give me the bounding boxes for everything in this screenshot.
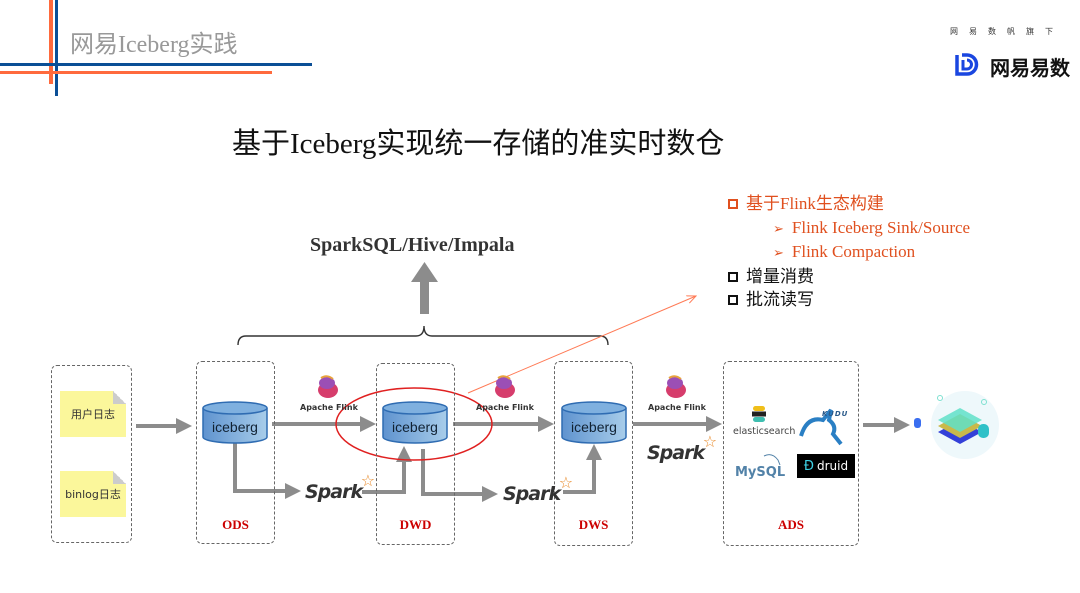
header-blue-vertical xyxy=(55,0,58,96)
kudu-antelope-icon xyxy=(799,408,843,446)
flow-arrow xyxy=(421,449,498,502)
note-fold-icon xyxy=(113,391,126,404)
dwd-box xyxy=(376,363,455,545)
header-orange-horizontal xyxy=(0,71,272,74)
source-note-binlog: binlog日志 xyxy=(60,471,126,517)
header-blue-horizontal xyxy=(0,63,312,66)
checkbox-square-icon xyxy=(728,271,738,282)
up-arrow xyxy=(411,262,438,314)
brand-tagline: 网易数帆旗下 xyxy=(950,27,1064,36)
mysql-dolphin-icon xyxy=(763,454,781,466)
database-icon xyxy=(382,401,448,444)
flink-label: Apache Flink xyxy=(476,403,534,412)
layer-label-dwd: DWD xyxy=(399,517,432,532)
layer-label-dws: DWS xyxy=(578,517,609,532)
bullet-item: 批流读写 xyxy=(728,288,970,312)
ods-box xyxy=(196,361,275,544)
brand-name: 网易易数 xyxy=(990,56,1070,80)
druid-icon: Ɖ xyxy=(803,458,814,474)
ads-box xyxy=(723,361,859,546)
druid-logo: Ɖ druid xyxy=(797,454,855,478)
elasticsearch-label: elasticsearch xyxy=(733,426,796,437)
iceberg-cylinder-ods: iceberg xyxy=(201,401,269,445)
database-icon xyxy=(561,401,627,444)
brand-logo-icon xyxy=(955,53,979,76)
source-note-user-log: 用户日志 xyxy=(60,391,126,437)
flink-squirrel-icon xyxy=(495,375,515,398)
spark-star-icon: ☆ xyxy=(360,471,375,490)
spark-logo: Spark☆ xyxy=(503,473,573,505)
header-orange-vertical xyxy=(49,0,53,84)
spark-star-icon: ☆ xyxy=(558,473,573,492)
sources-box xyxy=(51,365,132,543)
feature-bullets: 基于Flink生态构建 ➢Flink Iceberg Sink/Source ➢… xyxy=(728,192,970,312)
database-icon xyxy=(202,401,268,444)
spark-logo: Spark☆ xyxy=(305,471,375,503)
flow-arrow xyxy=(233,443,301,499)
spark-star-icon: ☆ xyxy=(702,432,717,451)
flink-label: Apache Flink xyxy=(300,403,358,412)
dws-box xyxy=(554,361,633,546)
curly-brace xyxy=(237,325,609,346)
iceberg-cylinder-dwd: iceberg xyxy=(381,401,449,445)
highlight-ellipse xyxy=(335,387,493,461)
spark-logo: Spark☆ xyxy=(647,432,717,464)
checkbox-square-icon xyxy=(728,295,738,305)
bullet-item: 基于Flink生态构建 xyxy=(728,192,970,216)
arrow-bullet-icon: ➢ xyxy=(773,245,784,260)
arrow-bullet-icon: ➢ xyxy=(773,220,784,236)
elasticsearch-icon xyxy=(752,406,766,422)
checkbox-square-icon xyxy=(728,199,738,209)
layer-label-ods: ODS xyxy=(222,517,249,532)
mysql-logo: MySQL xyxy=(735,465,786,480)
flink-squirrel-icon xyxy=(666,375,686,398)
kudu-label: KUDU xyxy=(822,410,849,418)
flink-squirrel-icon xyxy=(318,375,338,398)
note-fold-icon xyxy=(113,471,126,484)
flink-label: Apache Flink xyxy=(648,403,706,412)
bullet-subitem: ➢Flink Compaction xyxy=(728,240,970,265)
flow-arrow xyxy=(563,444,602,494)
bullet-subitem: ➢Flink Iceberg Sink/Source xyxy=(728,216,970,241)
slide-title: 基于Iceberg实现统一存储的准实时数仓 xyxy=(232,128,725,160)
query-engines-label: SparkSQL/Hive/Impala xyxy=(310,234,515,256)
data-platform-illustration xyxy=(914,391,999,459)
layer-label-ads: ADS xyxy=(777,517,804,532)
bullet-item: 增量消费 xyxy=(728,265,970,289)
iceberg-cylinder-dws: iceberg xyxy=(560,401,628,445)
header-title: 网易Iceberg实践 xyxy=(70,32,238,58)
